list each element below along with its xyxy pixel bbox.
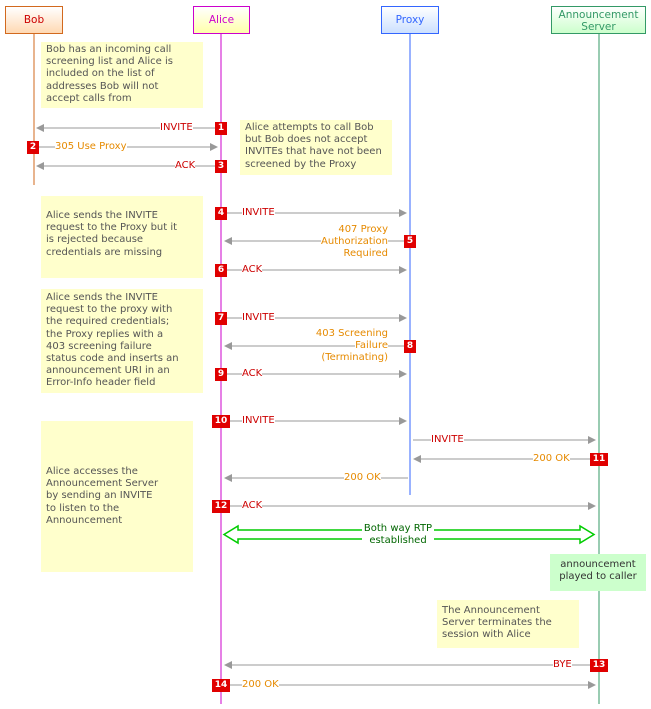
step-12-badge: 12 [212,500,230,513]
rtp-label: Both way RTP established [362,523,434,547]
participant-bob: Bob [5,6,63,34]
participant-proxy: Proxy [381,6,439,34]
step-2-badge: 2 [27,141,39,154]
step-7-badge: 7 [215,312,227,325]
participant-alice: Alice [193,6,250,34]
step-4-badge: 4 [215,207,227,220]
step-14-badge: 14 [212,679,230,692]
step-8-badge: 8 [404,340,416,353]
step-5-badge: 5 [404,235,416,248]
msg-2-label: 305 Use Proxy [55,141,127,153]
msg-10b-label: INVITE [431,434,464,446]
step-9-badge: 9 [215,368,227,381]
msg-3-label: ACK [175,160,196,172]
step-1-badge: 1 [215,122,227,135]
msg-12-label: ACK [242,500,263,512]
msg-11b-label: 200 OK [344,472,381,484]
msg-6-label: ACK [242,264,263,276]
msg-8-label: 403 Screening Failure (Terminating) [315,328,388,364]
step-3-badge: 3 [215,160,227,173]
step-11-badge: 11 [590,453,608,466]
msg-10-label: INVITE [242,415,275,427]
step-10-badge: 10 [212,415,230,428]
step-6-badge: 6 [215,264,227,277]
msg-11-label: 200 OK [533,453,570,465]
msg-1-label: INVITE [160,122,193,134]
msg-9-label: ACK [242,368,263,380]
msg-13-label: BYE [553,659,572,671]
msg-7-label: INVITE [242,312,275,324]
msg-4-label: INVITE [242,207,275,219]
msg-14-label: 200 OK [242,679,279,691]
msg-5-label: 407 Proxy Authorization Required [321,224,388,260]
step-13-badge: 13 [590,659,608,672]
participant-announcement-server: Announcement Server [551,6,646,34]
